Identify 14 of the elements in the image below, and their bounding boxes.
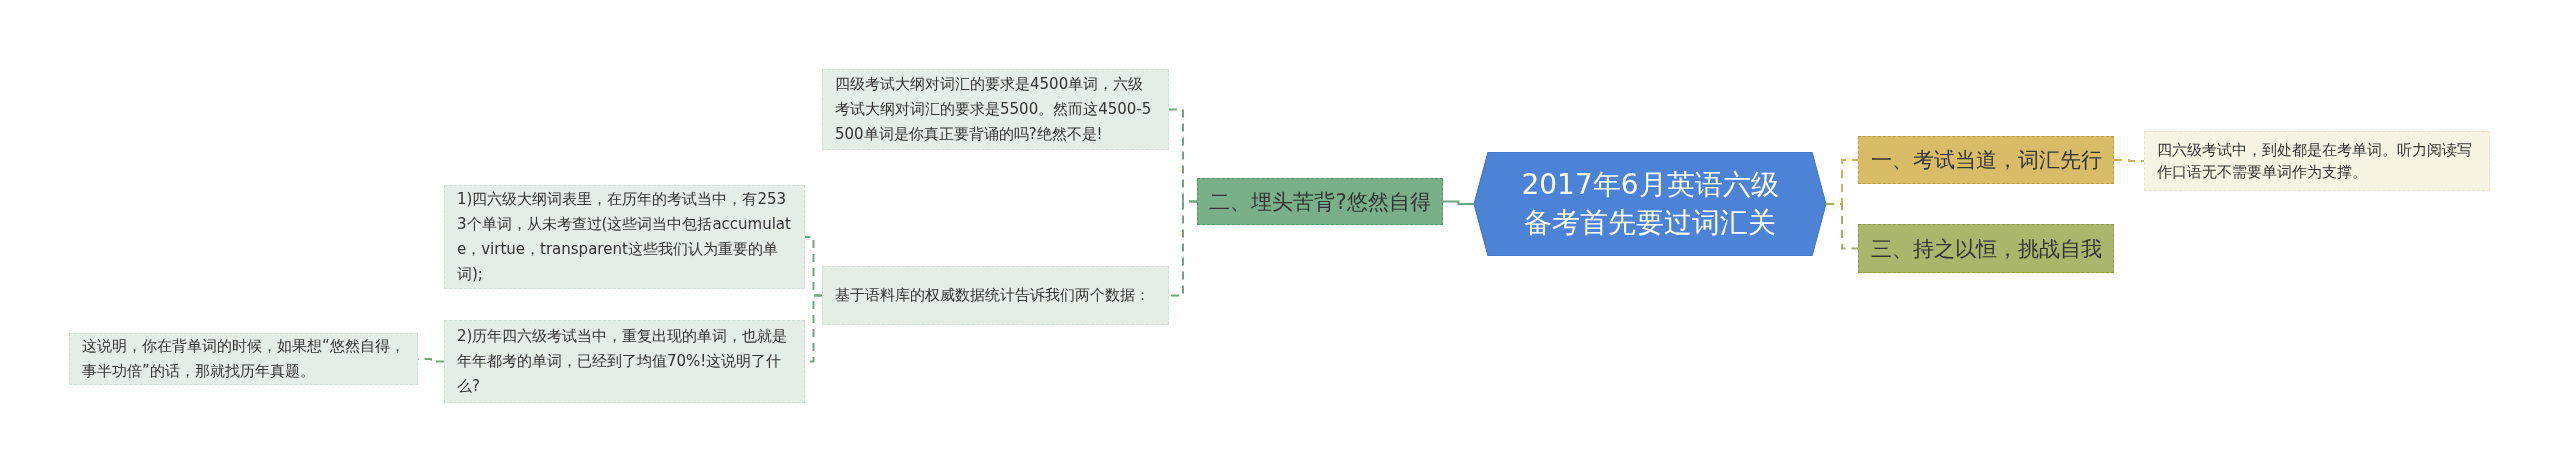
note-box: 这说明，你在背单词的时候，如果想“悠然自得，事半功倍”的话，那就找历年真题。 [69, 333, 418, 385]
note-box: 四级考试大纲对词汇的要求是4500单词，六级考试大纲对词汇的要求是5500。然而这4500-5500单词是你真正要背诵的吗?绝然不是! [822, 69, 1169, 150]
connector-line [2113, 159, 2145, 162]
note-box: 基于语料库的权威数据统计告诉我们两个数据： [822, 266, 1169, 325]
connector-line [1168, 200, 1198, 297]
connector-line [1825, 203, 1859, 250]
connector-line [1442, 200, 1475, 205]
branch-box: 三、持之以恒，挑战自我 [1858, 224, 2114, 273]
note-box: 1)四六级大纲词表里，在历年的考试当中，有2533个单词，从未考查过(这些词当中包括accumulate，virtue，transparent这些我们认为重要的单词); [444, 185, 805, 289]
note-box: 四六级考试中，到处都是在考单词。听力阅读写作口语无不需要单词作为支撑。 [2144, 131, 2490, 191]
note-box: 2)历年四六级考试当中，重复出现的单词，也就是年年都考的单词，已经到了均值70%!这说明了什么? [444, 320, 805, 403]
branch-box: 二、埋头苦背?悠然自得 [1197, 178, 1443, 225]
central-topic-hexagon: 2017年6月英语六级备考首先要过词汇关 [1474, 152, 1826, 256]
branch-box: 一、考试当道，词汇先行 [1858, 136, 2114, 184]
